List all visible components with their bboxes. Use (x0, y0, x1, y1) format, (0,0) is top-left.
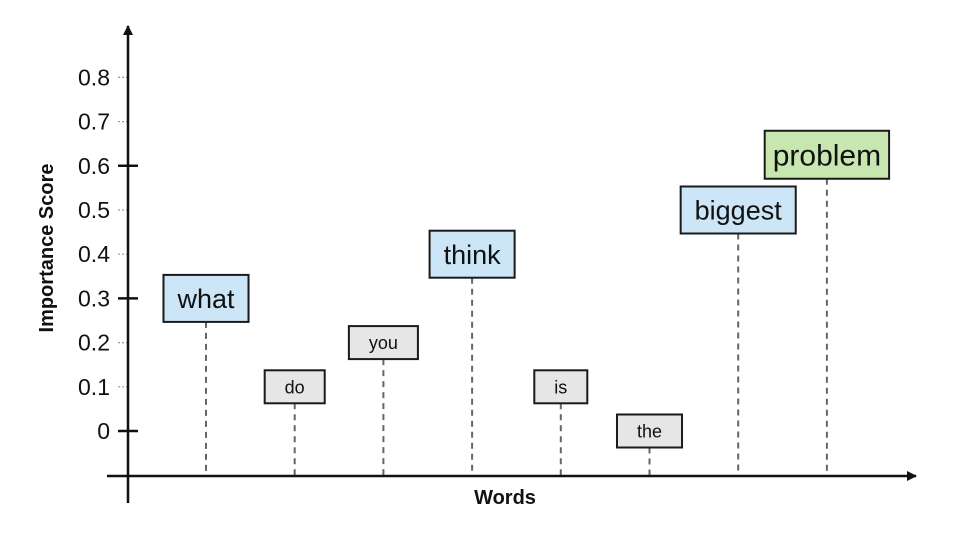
word-box: think (428, 229, 516, 279)
word-stems (205, 178, 828, 476)
y-tick-label: 0.8 (78, 64, 110, 90)
word-box-rect (428, 229, 516, 279)
y-tick-label: 0.2 (78, 330, 110, 356)
word-box: you (347, 325, 419, 361)
x-axis-title: Words (474, 487, 536, 509)
word-box: do (263, 369, 326, 405)
word-boxes: what do you think is the biggest problem (162, 129, 891, 449)
y-tick-label: 0.3 (78, 285, 110, 311)
y-axis-ticks: 0 0.1 0.2 0.3 0.4 0.5 0.6 0.7 0.8 (78, 64, 138, 444)
y-tick-label: 0.1 (78, 374, 110, 400)
y-tick-label: 0.4 (78, 241, 110, 267)
word-box-rect (533, 369, 589, 405)
y-tick-label: 0.5 (78, 197, 110, 223)
word-box-rect (615, 413, 684, 449)
word-box: problem (763, 129, 891, 180)
word-label: the (637, 421, 662, 441)
word-box: what (162, 273, 250, 323)
word-box: biggest (679, 185, 797, 235)
y-tick-label: 0.7 (78, 109, 110, 135)
word-label: what (176, 284, 235, 314)
word-box: the (615, 413, 684, 449)
word-box-rect (263, 369, 326, 405)
word-label: problem (773, 140, 881, 173)
word-label: do (285, 377, 305, 397)
word-label: biggest (695, 196, 783, 226)
word-box-rect (763, 129, 891, 180)
word-box-rect (347, 325, 419, 361)
y-tick-label: 0.6 (78, 153, 110, 179)
y-tick-label: 0 (97, 418, 110, 444)
word-box-rect (679, 185, 797, 235)
word-label: is (554, 377, 567, 397)
word-label: you (369, 333, 398, 353)
y-axis-title: Importance Score (36, 164, 58, 333)
word-label: think (444, 240, 502, 270)
word-box-rect (162, 273, 250, 323)
word-box: is (533, 369, 589, 405)
